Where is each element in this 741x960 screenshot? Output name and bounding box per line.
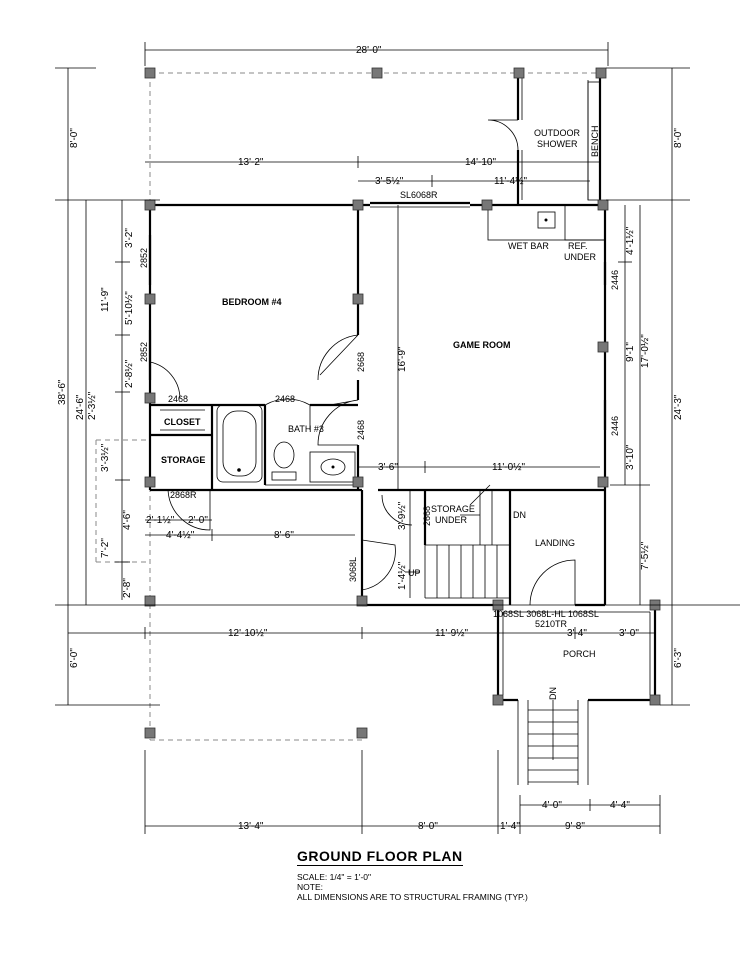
tag-window-2446-a: 2446: [610, 270, 620, 290]
dim-center-1-4h: 1'-4½": [397, 561, 408, 590]
dim-2-1h: 2'-1½": [146, 515, 175, 526]
dim-right-17-0h: 17'-0½": [640, 334, 651, 368]
dim-center-3-9h: 3'-9½": [397, 501, 408, 530]
tag-front-door: 1068SL 3068L-HL 1068SL: [493, 609, 599, 619]
bathtub: [216, 404, 263, 483]
label-bench: BENCH: [590, 125, 600, 157]
dim-3-0: 3'-0": [619, 628, 639, 639]
room-label-landing: LANDING: [535, 538, 575, 548]
dim-right-24-3: 24'-3": [673, 394, 684, 420]
tag-transom: 5210TR: [535, 619, 568, 629]
label-ref-under: UNDER: [564, 252, 597, 262]
dim-center-16-9: 16'-9": [397, 346, 408, 372]
dim-8-0-bottom: 8'-0": [418, 821, 438, 832]
dim-left-3-3h: 3'-3½": [100, 443, 111, 472]
tag-door-2468-b: 2468: [275, 394, 295, 404]
interior-stair: [405, 484, 510, 599]
dim-3-4: 3'-4": [567, 628, 587, 639]
dim-13-4: 13'-4": [238, 821, 264, 832]
room-label-game-room: GAME ROOM: [453, 340, 511, 350]
tag-door-3068l: 3068L: [348, 557, 358, 582]
dim-left-2-8h: 2'-8½": [124, 359, 135, 388]
tag-door-2668-b: 2668: [422, 506, 432, 526]
dim-3-6: 3'-6": [378, 462, 398, 473]
dim-left-2-8: 2'-8": [122, 578, 133, 598]
room-label-outdoor-shower: OUTDOOR: [534, 128, 580, 138]
sink: [309, 451, 356, 483]
room-label-storage-under-2: UNDER: [435, 515, 468, 525]
room-label-bedroom: BEDROOM #4: [222, 297, 282, 307]
tag-door-2868r: 2868R: [170, 490, 197, 500]
room-label-closet: CLOSET: [164, 417, 201, 427]
dim-left-6-0: 6'-0": [69, 648, 80, 668]
dim-right-7-5h: 7'-5½": [640, 541, 651, 570]
dimension-lines: [55, 42, 740, 834]
dim-9-8: 9'-8": [565, 821, 585, 832]
dim-4-4: 4'-4": [610, 800, 630, 811]
tag-sliding-door: SL6068R: [400, 190, 438, 200]
label-ref: REF.: [568, 241, 588, 251]
title-block: GROUND FLOOR PLAN SCALE: 1/4" = 1'-0" NO…: [297, 848, 528, 902]
note-text: ALL DIMENSIONS ARE TO STRUCTURAL FRAMING…: [297, 892, 528, 902]
note-heading: NOTE:: [297, 882, 323, 892]
tag-door-2468-c: 2468: [356, 420, 366, 440]
dim-left-38-6: 38'-6": [57, 379, 68, 405]
tag-door-2468-a: 2468: [168, 394, 188, 404]
dim-left-24-6: 24'-6": [75, 394, 86, 420]
room-label-storage: STORAGE: [161, 455, 205, 465]
dim-11-9h: 11'-9½": [435, 628, 469, 639]
dim-14-10: 14'-10": [465, 157, 496, 168]
dim-left-11-9: 11'-9": [100, 287, 111, 312]
dim-right-6-3: 6'-3": [673, 648, 684, 668]
dim-right-8-0: 8'-0": [673, 128, 684, 148]
stair-label-down: DN: [513, 510, 526, 520]
windows: [148, 201, 607, 430]
room-label-porch: PORCH: [563, 649, 596, 659]
deck-outline: [95, 72, 600, 741]
toilet: [271, 441, 297, 481]
bench: [587, 81, 601, 201]
dim-left-2-3h: 2'-3½": [87, 391, 98, 420]
dim-overall-width: 28'-0": [356, 45, 382, 56]
tag-window-2852-a: 2852: [139, 248, 149, 268]
dim-left-7-2: 7'-2": [100, 538, 111, 558]
label-wet-bar: WET BAR: [508, 241, 549, 251]
porch-frame: [496, 605, 657, 702]
dim-left-4-6: 4'-6": [122, 510, 133, 530]
exterior-walls: [148, 73, 607, 607]
dim-4-0: 4'-0": [542, 800, 562, 811]
porch-stair-label-down: DN: [548, 687, 558, 700]
dim-11-0h: 11'-0½": [492, 462, 526, 473]
dim-3-5h: 3'-5½": [375, 176, 404, 187]
structural-posts: [144, 67, 661, 739]
dim-2-0: 2'-0": [188, 515, 208, 526]
wet-bar-counter: [487, 204, 606, 241]
tag-window-2446-b: 2446: [610, 416, 620, 436]
dim-1-4: 1'-4": [500, 821, 520, 832]
stair-label-up: UP: [408, 568, 421, 578]
room-label-storage-under: STORAGE: [431, 504, 475, 514]
dim-8-6: 8'-6": [274, 530, 294, 541]
drawing-title: GROUND FLOOR PLAN: [297, 848, 463, 866]
tag-window-2852-b: 2852: [139, 342, 149, 362]
porch-stair: [517, 700, 589, 785]
dim-right-3-10: 3'-10": [625, 444, 636, 470]
dim-left-3-2: 3'-2": [124, 228, 135, 248]
dim-12-10h: 12'-10½": [228, 628, 268, 639]
dim-11-4h: 11'-4½": [494, 176, 528, 187]
dim-4-4h: 4'-4½": [166, 530, 195, 541]
room-label-bath: BATH #3: [288, 424, 324, 434]
room-label-outdoor-shower-2: SHOWER: [537, 139, 578, 149]
drawing-scale: SCALE: 1/4" = 1'-0": [297, 872, 372, 882]
dim-left-8-0: 8'-0": [69, 128, 80, 148]
tag-door-2668-a: 2668: [356, 352, 366, 372]
dim-right-9-1: 9'-1": [625, 342, 636, 362]
dim-right-4-1h: 4'-1½": [625, 226, 636, 255]
dim-left-5-10h: 5'-10½": [124, 291, 135, 325]
dim-13-2: 13'-2": [238, 157, 264, 168]
